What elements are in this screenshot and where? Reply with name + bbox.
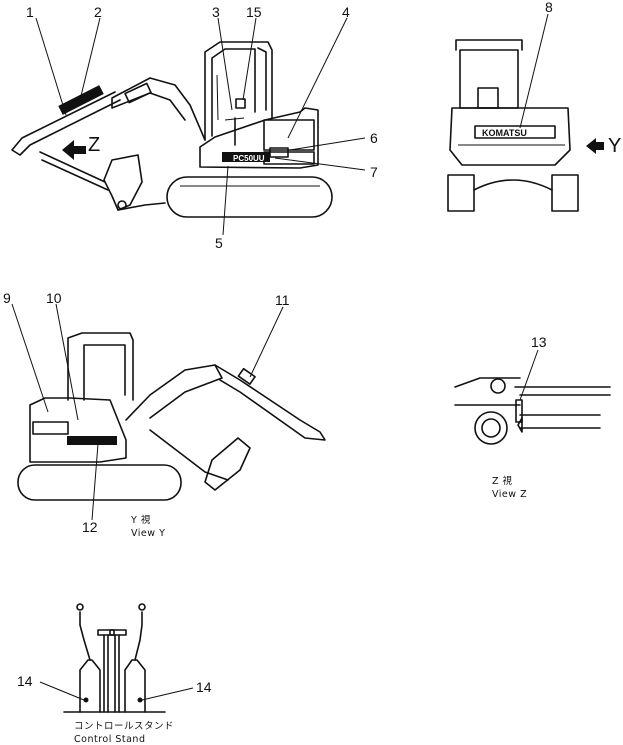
caption-stand-en: Control Stand bbox=[74, 734, 146, 745]
caption-stand-jp: コントロールスタンド bbox=[74, 721, 174, 732]
arm bbox=[11, 91, 121, 156]
cab-frame bbox=[204, 41, 273, 141]
pin-large bbox=[474, 411, 508, 445]
callout-4: 4 bbox=[342, 4, 350, 20]
rear-cab bbox=[459, 49, 519, 109]
engine-hood bbox=[263, 119, 315, 151]
decal-rear bbox=[474, 125, 556, 139]
decal-boom bbox=[58, 85, 104, 115]
decal-15 bbox=[235, 98, 246, 109]
view-z-label: Z bbox=[88, 134, 100, 156]
view-y-bucket bbox=[204, 437, 251, 491]
lever-left bbox=[79, 611, 91, 661]
caption-view-y-jp: Y 視 bbox=[130, 514, 151, 526]
upper-structure bbox=[199, 107, 319, 169]
callout-14-left: 14 bbox=[17, 673, 33, 689]
callout-13: 13 bbox=[531, 334, 547, 350]
view-y-track bbox=[17, 464, 182, 501]
callout-5: 5 bbox=[215, 235, 223, 251]
view-z-arrow bbox=[62, 140, 86, 160]
callout-6: 6 bbox=[370, 130, 378, 146]
callout-9: 9 bbox=[3, 290, 11, 306]
lever-middle-left bbox=[103, 634, 109, 713]
cab-window bbox=[211, 48, 256, 137]
callout-15: 15 bbox=[246, 4, 262, 20]
rear-body bbox=[449, 107, 571, 166]
callout-10: 10 bbox=[46, 290, 62, 306]
callout-2: 2 bbox=[94, 4, 102, 20]
pin-small bbox=[490, 378, 506, 394]
view-y-arm bbox=[214, 364, 326, 441]
control-stand bbox=[39, 603, 194, 713]
view-y-cab bbox=[67, 332, 134, 401]
view-y-boom bbox=[125, 364, 223, 421]
lever-right bbox=[134, 611, 143, 661]
callout-7: 7 bbox=[370, 164, 378, 180]
arm-cylinder bbox=[39, 151, 109, 191]
boom bbox=[111, 77, 206, 141]
callout-14-right: 14 bbox=[196, 679, 212, 695]
caption-view-z-en: View Z bbox=[492, 489, 527, 500]
crawler-track bbox=[166, 176, 333, 218]
caption-view-z-jp: Z 視 bbox=[492, 475, 513, 487]
rear-track-left bbox=[447, 174, 475, 212]
rear-track-right bbox=[551, 174, 579, 212]
decal-14-right bbox=[137, 697, 143, 703]
rear-cab-roof bbox=[455, 39, 523, 51]
excavator-side-view: PC50UU Z bbox=[11, 17, 366, 236]
decal-14-left bbox=[83, 697, 89, 703]
caption-view-y-en: View Y bbox=[131, 528, 165, 539]
callout-1: 1 bbox=[26, 4, 34, 20]
view-y-label: Y bbox=[608, 135, 621, 157]
callout-8: 8 bbox=[545, 0, 553, 15]
stand-left bbox=[79, 659, 101, 713]
stand-right bbox=[124, 659, 146, 713]
callout-3: 3 bbox=[212, 4, 220, 20]
rear-undercarriage bbox=[473, 179, 553, 191]
view-y-arrow bbox=[586, 138, 604, 154]
excavator-view-y bbox=[11, 303, 326, 521]
excavator-rear-view: KOMATSU Y bbox=[447, 13, 621, 212]
view-y-body bbox=[29, 397, 127, 463]
lever-middle-right bbox=[114, 634, 120, 713]
decal-view-y bbox=[67, 436, 117, 445]
decal-rear-text: KOMATSU bbox=[482, 128, 527, 138]
bucket bbox=[103, 154, 143, 211]
decal-side-plate bbox=[222, 152, 270, 162]
decal-side-text: PC50UU bbox=[233, 154, 265, 163]
callout-11: 11 bbox=[275, 292, 290, 308]
callout-12: 12 bbox=[82, 519, 98, 535]
detail-view-z bbox=[454, 349, 611, 445]
